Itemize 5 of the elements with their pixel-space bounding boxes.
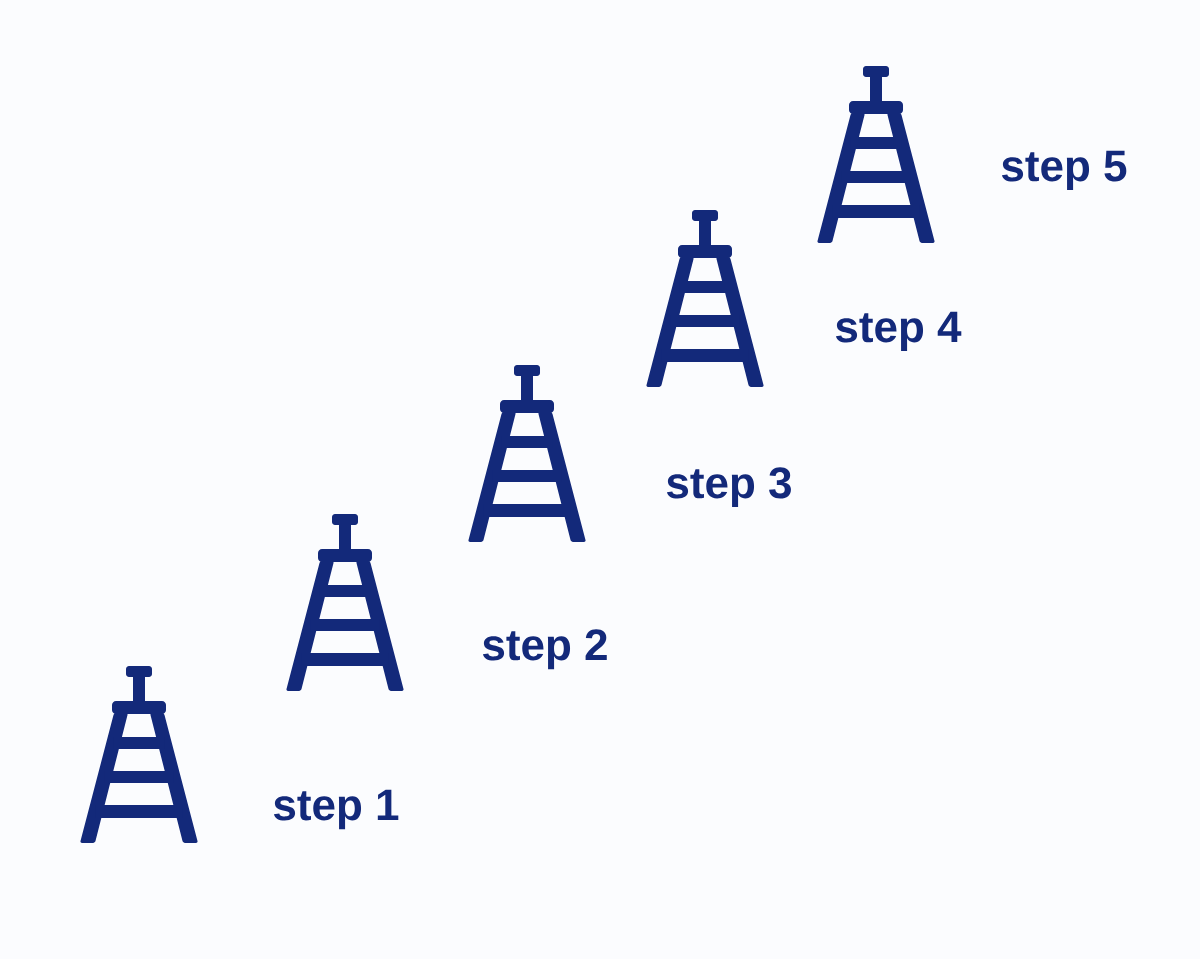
step-label: step 1	[273, 789, 399, 830]
step-label: step 2	[482, 629, 607, 670]
step-label: step 4	[835, 311, 962, 352]
step-label: step 5	[1001, 150, 1127, 191]
step-label: step 3	[666, 467, 791, 508]
